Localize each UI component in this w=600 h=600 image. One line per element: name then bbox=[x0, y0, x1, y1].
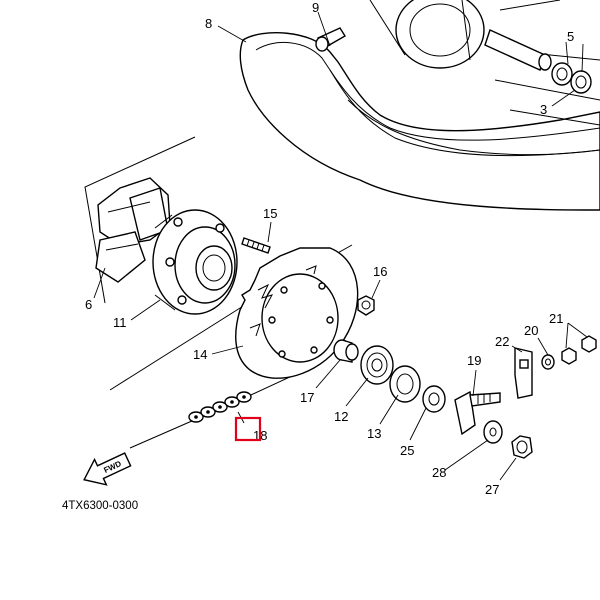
nut bbox=[357, 295, 375, 316]
callout-19: 19 bbox=[467, 353, 481, 368]
callout-11: 11 bbox=[113, 315, 127, 330]
bearing bbox=[570, 70, 592, 94]
rear-wheel bbox=[239, 0, 600, 211]
callout-9: 9 bbox=[312, 0, 319, 15]
washer bbox=[483, 420, 503, 444]
clutch-hub bbox=[152, 209, 238, 315]
stud-bolt bbox=[241, 237, 271, 254]
nut-21 bbox=[561, 335, 597, 365]
callout-28: 28 bbox=[432, 465, 446, 480]
chain-puller bbox=[454, 390, 501, 436]
callout-27: 27 bbox=[485, 482, 499, 497]
callout-21: 21 bbox=[549, 311, 563, 326]
callout-14: 14 bbox=[193, 347, 207, 362]
callout-8: 8 bbox=[205, 16, 212, 31]
axle-nut bbox=[511, 435, 533, 459]
callout-16: 16 bbox=[373, 264, 387, 279]
callout-17: 17 bbox=[300, 390, 314, 405]
callout-3: 3 bbox=[540, 102, 547, 117]
washer-20 bbox=[541, 354, 555, 370]
drive-chain bbox=[188, 391, 252, 423]
spacer bbox=[422, 385, 446, 413]
callout-6: 6 bbox=[85, 297, 92, 312]
valve-stem bbox=[315, 27, 346, 52]
callout-12: 12 bbox=[334, 409, 348, 424]
wheel-damper bbox=[95, 177, 171, 283]
callout-13: 13 bbox=[367, 426, 381, 441]
callout-20: 20 bbox=[524, 323, 538, 338]
collar bbox=[333, 339, 359, 363]
callout-5: 5 bbox=[567, 29, 574, 44]
oil-seal bbox=[551, 62, 573, 86]
forward-arrow: FWD bbox=[83, 452, 132, 486]
adjuster-bracket bbox=[514, 347, 533, 399]
axle bbox=[484, 29, 552, 71]
callout-15: 15 bbox=[263, 206, 277, 221]
callout-25: 25 bbox=[400, 443, 414, 458]
callout-22: 22 bbox=[495, 334, 509, 349]
leader-lines bbox=[93, 11, 588, 481]
bearing-12 bbox=[360, 345, 394, 385]
sprocket bbox=[235, 247, 359, 379]
highlight-box-callout-18 bbox=[234, 416, 262, 442]
callouts: 8 9 5 3 6 11 15 16 14 17 12 13 25 18 19 … bbox=[85, 0, 574, 497]
oil-seal-13 bbox=[389, 365, 421, 403]
diagram-code: 4TX6300-0300 bbox=[62, 500, 138, 512]
